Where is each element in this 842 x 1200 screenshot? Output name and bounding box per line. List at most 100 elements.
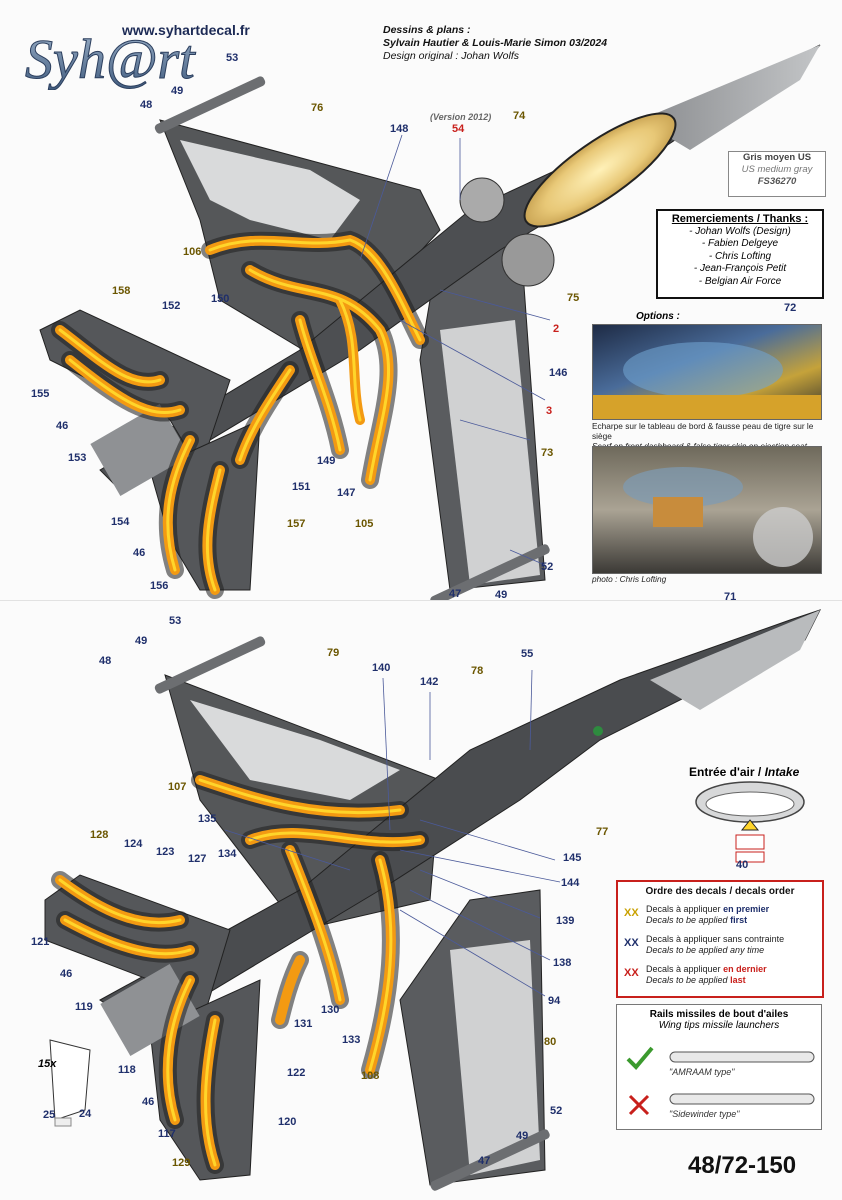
callout: 46 bbox=[133, 547, 146, 559]
rails-box: Rails missiles de bout d'ailes Wing tips… bbox=[616, 1004, 822, 1130]
callout: 24 bbox=[79, 1108, 92, 1120]
rail-type-ok: "AMRAAM type" bbox=[669, 1067, 735, 1077]
order-text-en-em: first bbox=[730, 914, 748, 925]
bottom-exhaust bbox=[100, 964, 200, 1056]
callout: 135 bbox=[198, 813, 217, 825]
callout: 48 bbox=[140, 99, 153, 111]
rails-title-en: Wing tips missile launchers bbox=[658, 1020, 780, 1031]
callout: 134 bbox=[218, 848, 237, 860]
bottom-left-wing-light bbox=[190, 700, 400, 800]
order-text-en: Decals to be applied bbox=[646, 974, 728, 985]
top-exhaust bbox=[90, 404, 190, 496]
top-wing-light-area bbox=[180, 140, 360, 240]
credits-original-design: Design original : Johan Wolfs bbox=[383, 50, 519, 62]
callout: 49 bbox=[516, 1130, 529, 1142]
callout: 151 bbox=[292, 481, 311, 493]
callout: 119 bbox=[75, 1001, 93, 1013]
callout: 118 bbox=[118, 1064, 136, 1076]
top-rail-left bbox=[154, 76, 266, 134]
callout: 53 bbox=[169, 615, 182, 627]
bottom-view-drawing bbox=[44, 609, 821, 1191]
rails-title-fr: Rails missiles de bout d'ailes bbox=[649, 1009, 789, 1020]
syhart-logo: Syh@rt bbox=[20, 20, 220, 95]
callout: 121 bbox=[31, 936, 50, 948]
bottom-right-wing-light bbox=[450, 940, 540, 1175]
callout: 124 bbox=[124, 838, 143, 850]
callout: 149 bbox=[317, 455, 336, 467]
callout: 140 bbox=[372, 662, 391, 674]
options-title: Options : bbox=[636, 311, 680, 322]
thanks-name: - Fabien Delgeye bbox=[701, 238, 779, 249]
callout: 129 bbox=[172, 1157, 191, 1169]
check-icon bbox=[626, 1046, 654, 1070]
order-text-fr: Decals à appliquer bbox=[646, 964, 721, 974]
rail-type-no: "Sidewinder type" bbox=[669, 1109, 740, 1119]
callout: 47 bbox=[449, 588, 462, 600]
callout: 130 bbox=[321, 1004, 340, 1016]
callout: 47 bbox=[478, 1155, 491, 1167]
callout: 106 bbox=[183, 246, 202, 258]
order-text-en: Decals to be applied bbox=[646, 914, 728, 925]
options-caption-fr: Echarpe sur le tableau de bord & fausse … bbox=[592, 421, 814, 441]
top-view-drawing bbox=[39, 44, 821, 600]
callout: 128 bbox=[90, 829, 109, 841]
multiplier-label: 15x bbox=[38, 1058, 57, 1070]
paint-name-fr: Gris moyen US bbox=[742, 152, 812, 163]
top-leader-lines bbox=[359, 134, 551, 566]
top-rail-right bbox=[430, 544, 550, 600]
callout: 154 bbox=[111, 516, 130, 528]
callout: 46 bbox=[142, 1096, 155, 1108]
callout: 49 bbox=[495, 589, 508, 601]
bottom-rail-left bbox=[154, 636, 266, 694]
thanks-name: - Belgian Air Force bbox=[698, 275, 782, 287]
callout: 55 bbox=[521, 648, 534, 660]
green-position-light bbox=[593, 726, 603, 736]
callout: 144 bbox=[561, 877, 580, 889]
callout: 157 bbox=[287, 518, 306, 530]
photo-credit: photo : Chris Lofting bbox=[592, 574, 667, 584]
page-fold-line bbox=[0, 600, 842, 601]
order-text-en: Decals to be applied any time bbox=[646, 944, 765, 955]
callout: 153 bbox=[68, 452, 87, 464]
callout: 72 bbox=[784, 302, 797, 314]
callout: 52 bbox=[541, 561, 554, 573]
site-url[interactable]: www.syhartdecal.fr bbox=[122, 22, 250, 38]
order-code-yellow: XX bbox=[624, 907, 639, 919]
decal-order-title: Ordre des decals / decals order bbox=[645, 886, 795, 897]
callout: 108 bbox=[361, 1070, 380, 1082]
callout: 52 bbox=[550, 1105, 563, 1117]
sidewinder-rail-icon bbox=[669, 1093, 815, 1105]
callout: 133 bbox=[342, 1034, 361, 1046]
paint-name-en: US medium gray bbox=[741, 164, 813, 175]
decal-order-box: Ordre des decals / decals order XX Decal… bbox=[616, 880, 824, 998]
intake-drawing bbox=[695, 781, 805, 863]
tiger-face-75 bbox=[501, 233, 555, 287]
callout: 78 bbox=[471, 665, 484, 677]
callout: 138 bbox=[553, 957, 572, 969]
callout: 156 bbox=[150, 580, 169, 592]
callout: 147 bbox=[337, 487, 356, 499]
callout: 71 bbox=[724, 591, 737, 603]
callout: 76 bbox=[311, 102, 324, 114]
callout: 25 bbox=[43, 1109, 56, 1121]
top-nose bbox=[640, 45, 820, 150]
bottom-rail-right bbox=[430, 1129, 550, 1191]
options-photo-seat bbox=[592, 446, 822, 574]
logo-text: Syh@rt bbox=[25, 29, 196, 90]
credits-authors: Sylvain Hautier & Louis-Marie Simon 03/2… bbox=[383, 37, 608, 49]
callout: 139 bbox=[556, 915, 575, 927]
intake-title: Entrée d'air / Intake bbox=[689, 765, 799, 779]
callout: 127 bbox=[188, 853, 207, 865]
callout: 155 bbox=[31, 388, 50, 400]
credits-heading: Dessins & plans : bbox=[383, 24, 471, 36]
thanks-name: - Jean-François Petit bbox=[693, 263, 787, 274]
callout: 152 bbox=[162, 300, 181, 312]
callout: 120 bbox=[278, 1116, 297, 1128]
paint-fs-code: FS36270 bbox=[757, 176, 797, 187]
callout: 105 bbox=[355, 518, 374, 530]
callout: 46 bbox=[56, 420, 69, 432]
callout: 146 bbox=[549, 367, 568, 379]
version-note: (Version 2012) bbox=[430, 112, 492, 122]
top-right-wing-light bbox=[440, 320, 540, 585]
bottom-tiger-stripes bbox=[51, 771, 429, 1174]
